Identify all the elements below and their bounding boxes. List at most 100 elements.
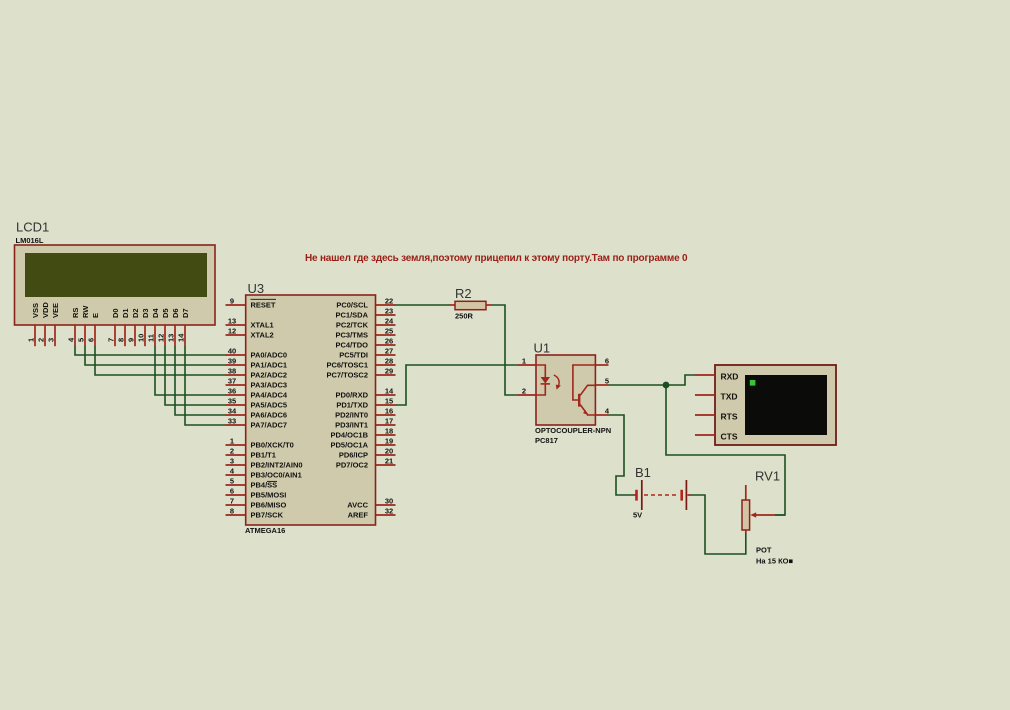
svg-text:PB3/OC0/AIN1: PB3/OC0/AIN1 xyxy=(251,471,302,480)
svg-text:PD4/OC1B: PD4/OC1B xyxy=(330,431,368,440)
svg-text:XTAL1: XTAL1 xyxy=(251,321,274,330)
svg-text:RW: RW xyxy=(81,305,90,318)
svg-text:PD3/INT1: PD3/INT1 xyxy=(335,421,368,430)
svg-text:22: 22 xyxy=(385,297,393,306)
svg-text:TXD: TXD xyxy=(721,392,738,402)
svg-text:14: 14 xyxy=(385,387,394,396)
svg-text:12: 12 xyxy=(156,334,165,342)
svg-text:RESET: RESET xyxy=(251,301,276,310)
svg-text:7: 7 xyxy=(230,497,234,506)
svg-text:26: 26 xyxy=(385,337,393,346)
svg-text:RTS: RTS xyxy=(721,412,738,422)
svg-text:23: 23 xyxy=(385,307,393,316)
svg-text:RS: RS xyxy=(71,308,80,318)
svg-text:5: 5 xyxy=(605,377,609,386)
svg-text:PC5/TDI: PC5/TDI xyxy=(339,351,368,360)
svg-text:5: 5 xyxy=(76,338,85,342)
svg-text:PD5/OC1A: PD5/OC1A xyxy=(330,441,368,450)
svg-text:D0: D0 xyxy=(111,308,120,318)
svg-text:5V: 5V xyxy=(633,511,642,520)
svg-text:40: 40 xyxy=(228,347,236,356)
svg-text:D6: D6 xyxy=(171,308,180,318)
svg-text:PC3/TMS: PC3/TMS xyxy=(335,331,368,340)
svg-text:D7: D7 xyxy=(181,308,190,318)
svg-text:33: 33 xyxy=(228,417,236,426)
svg-text:11: 11 xyxy=(146,334,155,342)
svg-text:PA5/ADC5: PA5/ADC5 xyxy=(251,401,288,410)
svg-text:CTS: CTS xyxy=(721,432,738,442)
svg-text:U1: U1 xyxy=(534,341,551,356)
svg-text:39: 39 xyxy=(228,357,236,366)
svg-text:PA4/ADC4: PA4/ADC4 xyxy=(251,391,288,400)
svg-text:PB2/INT2/AIN0: PB2/INT2/AIN0 xyxy=(251,461,303,470)
svg-text:6: 6 xyxy=(605,357,609,366)
svg-text:PC0/SCL: PC0/SCL xyxy=(336,301,368,310)
svg-text:LCD1: LCD1 xyxy=(16,220,49,235)
svg-text:25: 25 xyxy=(385,327,393,336)
svg-text:E: E xyxy=(91,313,100,318)
svg-text:38: 38 xyxy=(228,367,236,376)
svg-text:2: 2 xyxy=(36,338,45,342)
svg-text:15: 15 xyxy=(385,397,393,406)
svg-text:PD1/TXD: PD1/TXD xyxy=(336,401,368,410)
svg-text:B1: B1 xyxy=(635,465,651,480)
svg-text:POT: POT xyxy=(756,546,772,555)
svg-text:24: 24 xyxy=(385,317,394,326)
svg-text:PC1/SDA: PC1/SDA xyxy=(335,311,368,320)
svg-text:XTAL2: XTAL2 xyxy=(251,331,274,340)
svg-text:2: 2 xyxy=(230,447,234,456)
svg-text:9: 9 xyxy=(230,297,234,306)
svg-text:13: 13 xyxy=(228,317,236,326)
svg-text:37: 37 xyxy=(228,377,236,386)
svg-text:U3: U3 xyxy=(248,281,265,296)
svg-text:Не нашел где здесь земля,поэто: Не нашел где здесь земля,поэтому прицепи… xyxy=(305,253,688,264)
svg-text:D4: D4 xyxy=(151,308,160,318)
svg-text:16: 16 xyxy=(385,407,393,416)
svg-text:PB0/XCK/T0: PB0/XCK/T0 xyxy=(251,441,294,450)
svg-text:PA0/ADC0: PA0/ADC0 xyxy=(251,351,288,360)
svg-text:4: 4 xyxy=(605,407,610,416)
svg-text:VSS: VSS xyxy=(31,303,40,318)
svg-text:D3: D3 xyxy=(141,308,150,318)
svg-text:3: 3 xyxy=(46,338,55,342)
svg-text:250R: 250R xyxy=(455,312,474,321)
svg-text:PD7/OC2: PD7/OC2 xyxy=(336,461,368,470)
svg-text:PD6/ICP: PD6/ICP xyxy=(339,451,368,460)
svg-text:34: 34 xyxy=(228,407,237,416)
svg-text:PC817: PC817 xyxy=(535,436,558,445)
svg-text:27: 27 xyxy=(385,347,393,356)
svg-text:D2: D2 xyxy=(131,308,140,318)
svg-text:AREF: AREF xyxy=(348,511,369,520)
svg-text:PC6/TOSC1: PC6/TOSC1 xyxy=(326,361,368,370)
svg-text:RV1: RV1 xyxy=(755,469,780,484)
svg-text:R2: R2 xyxy=(455,286,472,301)
svg-text:19: 19 xyxy=(385,437,393,446)
svg-text:9: 9 xyxy=(126,338,135,342)
svg-text:8: 8 xyxy=(116,338,125,342)
svg-text:PC4/TDO: PC4/TDO xyxy=(335,341,368,350)
svg-text:На 15 КО■: На 15 КО■ xyxy=(756,557,794,566)
svg-text:28: 28 xyxy=(385,357,393,366)
svg-text:21: 21 xyxy=(385,457,393,466)
svg-text:RXD: RXD xyxy=(721,372,739,382)
svg-text:1: 1 xyxy=(522,357,526,366)
svg-text:PB6/MISO: PB6/MISO xyxy=(251,501,287,510)
svg-text:14: 14 xyxy=(176,333,185,342)
svg-text:36: 36 xyxy=(228,387,236,396)
svg-text:4: 4 xyxy=(66,337,75,342)
svg-text:6: 6 xyxy=(230,487,234,496)
svg-text:18: 18 xyxy=(385,427,393,436)
svg-text:13: 13 xyxy=(166,334,175,342)
svg-text:35: 35 xyxy=(228,397,236,406)
svg-text:2: 2 xyxy=(522,387,526,396)
svg-text:OPTOCOUPLER-NPN: OPTOCOUPLER-NPN xyxy=(535,426,611,435)
svg-text:12: 12 xyxy=(228,327,236,336)
svg-text:3: 3 xyxy=(230,457,234,466)
svg-text:PB4/SS: PB4/SS xyxy=(251,481,278,490)
svg-text:PB7/SCK: PB7/SCK xyxy=(251,511,284,520)
svg-text:PA6/ADC6: PA6/ADC6 xyxy=(251,411,288,420)
svg-text:ATMEGA16: ATMEGA16 xyxy=(245,526,285,535)
svg-text:1: 1 xyxy=(230,437,234,446)
svg-text:D5: D5 xyxy=(161,308,170,318)
svg-text:17: 17 xyxy=(385,417,393,426)
